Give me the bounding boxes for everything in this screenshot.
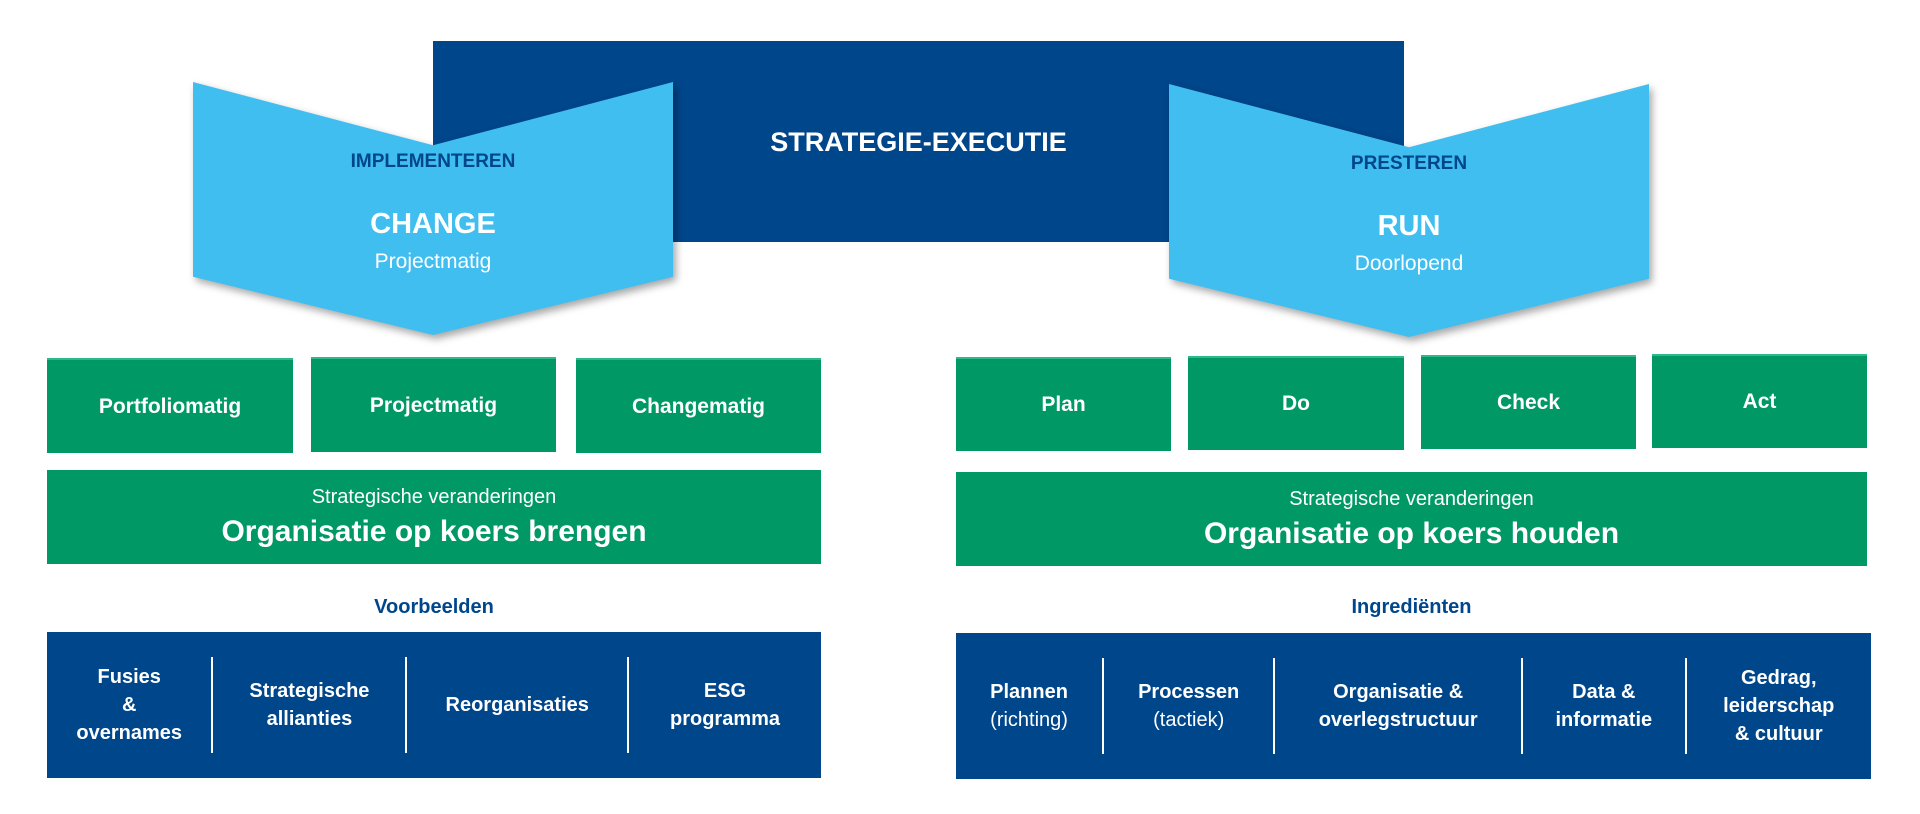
- divider: [1521, 658, 1524, 754]
- header-title: STRATEGIE-EXECUTIE: [770, 127, 1067, 157]
- divider: [405, 657, 408, 753]
- method-box: Projectmatig: [311, 357, 556, 452]
- banner-subtitle: Strategische veranderingen: [311, 485, 557, 508]
- chevron-title: RUN: [1377, 210, 1441, 242]
- run-chevron: PRESTEREN RUN Doorlopend: [1169, 84, 1649, 337]
- strategy-banner-right: Strategische veranderingen Organisatie o…: [956, 472, 1867, 566]
- banner-title: Organisatie op koers brengen: [221, 514, 647, 548]
- chevron-kicker: IMPLEMENTEREN: [350, 151, 516, 172]
- ingredient-item: Data &informatie: [1555, 681, 1653, 731]
- ingredient-item: Plannen(richting): [990, 681, 1068, 731]
- method-box: Act: [1652, 354, 1867, 448]
- section-label-voorbeelden: Voorbeelden: [374, 596, 494, 618]
- change-chevron: IMPLEMENTEREN CHANGE Projectmatig: [193, 82, 673, 335]
- method-box: Check: [1421, 355, 1636, 449]
- divider: [1684, 658, 1687, 754]
- ingredient-item: Organisatie &overlegstructuur: [1318, 681, 1478, 731]
- chevron-title: CHANGE: [370, 208, 496, 240]
- divider: [211, 657, 214, 753]
- divider: [627, 657, 629, 753]
- section-label-ingredienten: Ingrediënten: [1351, 596, 1472, 618]
- divider: [1102, 658, 1105, 754]
- method-box: Changematig: [576, 358, 821, 453]
- method-box: Plan: [956, 357, 1171, 451]
- chevron-subtitle: Projectmatig: [374, 250, 492, 273]
- chevron-kicker: PRESTEREN: [1350, 153, 1468, 174]
- divider: [1273, 658, 1276, 754]
- ingredients-panel: Plannen(richting) Processen(tactiek) Org…: [956, 633, 1871, 779]
- ingredient-item: Gedrag,leiderschap& cultuur: [1723, 667, 1835, 745]
- method-box: Do: [1188, 356, 1404, 450]
- banner-subtitle: Strategische veranderingen: [1289, 487, 1534, 510]
- example-item: Reorganisaties: [445, 694, 589, 716]
- strategy-banner-left: Strategische veranderingen Organisatie o…: [47, 470, 821, 564]
- ingredient-item: Processen(tactiek): [1138, 681, 1240, 731]
- example-item: Fusies&overnames: [76, 666, 183, 744]
- banner-title: Organisatie op koers houden: [1203, 516, 1620, 550]
- method-box: Portfoliomatig: [47, 358, 293, 453]
- chevron-subtitle: Doorlopend: [1354, 252, 1464, 275]
